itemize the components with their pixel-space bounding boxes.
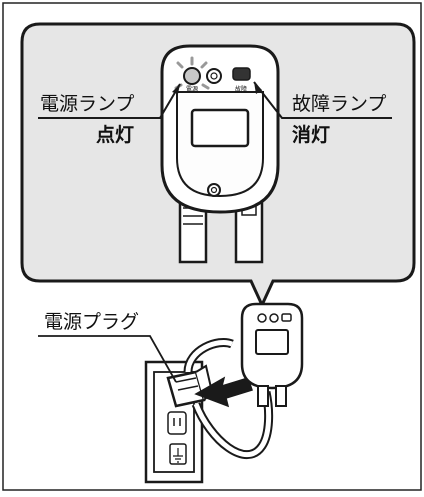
magnified-bottom-screw-inner [210,186,218,194]
power-indicator-text: 電源 [186,85,198,93]
small-adapter-cord-right [275,385,287,407]
power-lamp-state: 点灯 [96,124,135,146]
fault-lamp-off [232,67,251,81]
fault-lamp-state: 消灯 [292,124,331,146]
fault-indicator-text: 故障 [235,85,247,93]
small-adapter-fault-lamp [281,313,292,322]
small-adapter-power-lamp [257,313,267,323]
insert-arrow [194,376,253,408]
magnified-adapter: 電源 故障 [160,44,280,264]
cord-upper-fill [185,340,233,373]
power-lamp-lit [183,67,201,85]
plug-label-leader [38,335,177,383]
fault-lamp-arrowhead [254,82,262,94]
small-adapter-window [255,329,289,355]
power-lamp-leader [38,83,181,119]
small-adapter [240,302,304,407]
power-plug-label: 電源プラグ [44,311,140,333]
power-lamp-label: 電源ランプ [40,93,135,115]
outlet-socket-lower [167,411,187,435]
magnified-display-window [190,108,250,148]
ground-symbol-icon [173,448,183,463]
plug-grip-lines [175,377,199,391]
fault-lamp-leader [253,81,392,119]
test-button-center [210,72,218,80]
small-adapter-cord-left [257,385,269,407]
power-lamp-arrowhead [172,84,180,94]
callout-leaders [38,81,392,119]
small-adapter-test-button [269,313,279,323]
fault-lamp-label: 故障ランプ [292,93,387,115]
cord-lower-fill [193,391,272,458]
